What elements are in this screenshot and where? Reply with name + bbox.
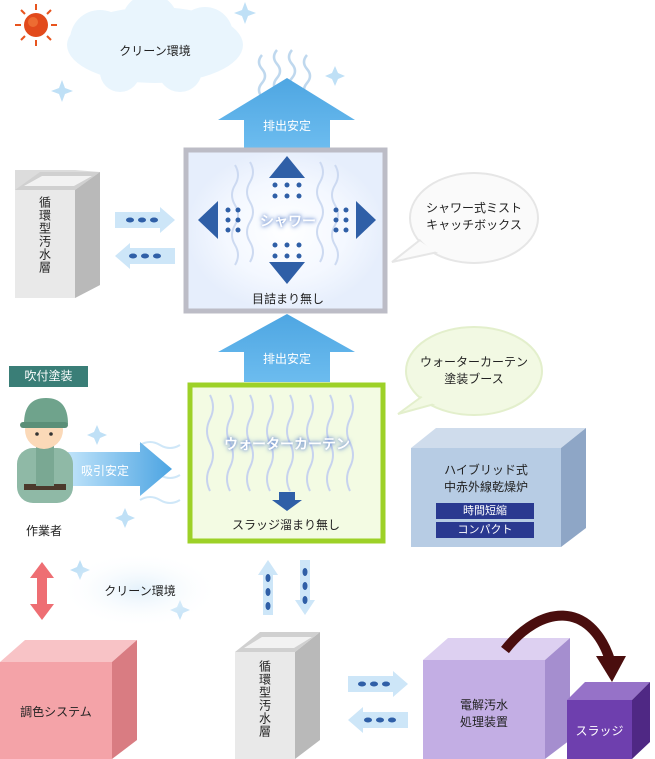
bubble-shower-text: シャワー式ミスト キャッチボックス (425, 201, 522, 232)
sun-icon (15, 4, 57, 46)
sludge-curve-arrow (501, 610, 615, 662)
shower-title: シャワー (260, 214, 316, 230)
circulation-tank-top (15, 170, 100, 298)
down-arrow-icon (272, 492, 302, 511)
worker-icon (17, 398, 73, 503)
double-arrow-icon (30, 562, 54, 620)
water-drop-icons (225, 182, 349, 259)
clean-env-bottom-label: クリーン環境 (104, 584, 176, 598)
dryer-title-2: 中赤外線乾燥炉 (443, 480, 528, 494)
color-system-label: 調色システム (20, 705, 92, 719)
electro-label-1: 電解汚水 (459, 698, 508, 712)
electrolysis-box (423, 638, 570, 759)
intake-label: 吸引安定 (80, 464, 129, 478)
electro-label-2: 処理装置 (459, 715, 508, 729)
curtain-note: スラッジ溜まり無し (231, 518, 340, 532)
tank-top-label: 循環型汚水層 (37, 196, 52, 274)
dryer-badge-compact: コンパクト (436, 522, 534, 538)
exhaust-mid-label: 排出安定 (262, 352, 311, 366)
dryer-badge-time: 時間短縮 (436, 503, 534, 519)
sludge-box (567, 682, 650, 759)
clean-fog-bottom (60, 552, 220, 628)
worker-caption: 作業者 (25, 524, 62, 538)
speech-bubble-curtain (397, 326, 543, 416)
circulation-tank-bottom (235, 632, 320, 759)
bubble-curtain-text: ウォーターカーテン 塗装ブース (419, 355, 528, 386)
flow-arrow-up (258, 560, 278, 615)
clean-cloud-top (67, 0, 243, 92)
exhaust-arrow-top (218, 78, 355, 148)
color-system-box (0, 640, 137, 759)
curtain-title: ウォーターカーテン (224, 437, 350, 453)
dryer-title-1: ハイブリッド式 (444, 463, 528, 477)
shower-direction-arrows (198, 156, 376, 284)
tank-bottom-label: 循環型汚水層 (257, 660, 272, 738)
shower-note: 目詰まり無し (251, 292, 324, 306)
intake-arrow (68, 442, 172, 496)
exhaust-arrow-mid (218, 314, 355, 382)
sludge-label: スラッジ (575, 724, 624, 738)
speech-bubble-shower (391, 172, 539, 264)
spray-tag: 吹付塗装 (9, 366, 88, 387)
clean-env-top-label: クリーン環境 (119, 44, 191, 58)
exhaust-top-label: 排出安定 (262, 119, 311, 133)
